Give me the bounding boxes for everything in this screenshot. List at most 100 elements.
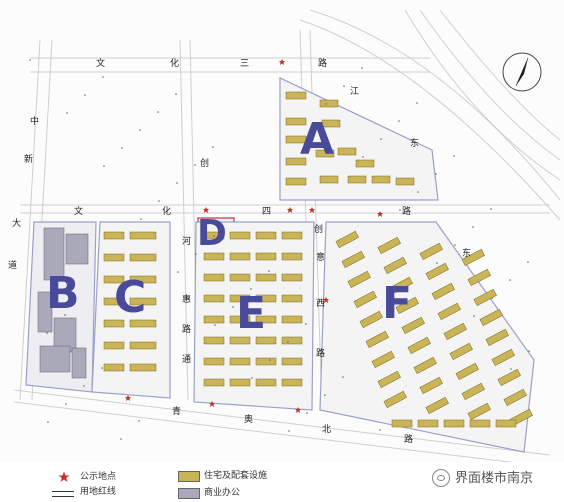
residential-block bbox=[353, 290, 377, 309]
annotation-dot bbox=[251, 377, 253, 379]
residential-block bbox=[281, 231, 303, 240]
annotation-dot bbox=[101, 367, 103, 369]
residential-block bbox=[281, 378, 303, 387]
annotation-dot bbox=[140, 218, 142, 220]
annotation-dot bbox=[268, 270, 270, 272]
road-label-right-3: 东 bbox=[462, 249, 472, 259]
marker-star bbox=[323, 297, 329, 303]
annotation-dot bbox=[287, 341, 289, 343]
annotation-dot bbox=[362, 156, 364, 158]
road-label-wenhua-si-2: 化 bbox=[162, 207, 172, 217]
residential-block bbox=[281, 357, 303, 366]
plot-label-b: B bbox=[46, 268, 80, 319]
residential-block bbox=[469, 419, 491, 428]
annotation-dot bbox=[47, 421, 49, 423]
annotation-dot bbox=[83, 385, 85, 387]
annotation-dot bbox=[398, 120, 400, 122]
residential-block bbox=[347, 270, 371, 289]
residential-block bbox=[285, 157, 307, 166]
road-label-tong: 通 bbox=[182, 355, 192, 365]
residential-block bbox=[203, 273, 225, 282]
annotation-dot bbox=[454, 244, 456, 246]
road-label-zhongxin-2: 新 bbox=[24, 155, 34, 165]
annotation-dot bbox=[139, 129, 141, 131]
residential-block bbox=[383, 390, 407, 409]
residential-block bbox=[355, 159, 375, 168]
road-label-wenhua-si-1: 文 bbox=[74, 207, 84, 217]
annotation-dot bbox=[306, 412, 308, 414]
residential-block bbox=[377, 370, 401, 389]
road-label-wenhua-san-2: 化 bbox=[170, 59, 180, 69]
road-label-right-2: 东 bbox=[410, 139, 420, 149]
residential-block bbox=[281, 273, 303, 282]
annotation-dot bbox=[342, 376, 344, 378]
residential-block bbox=[229, 294, 251, 303]
marker-star bbox=[203, 207, 209, 213]
residential-block bbox=[461, 382, 485, 401]
plot-label-e: E bbox=[236, 288, 267, 339]
residential-block bbox=[129, 341, 157, 350]
annotation-dot bbox=[213, 235, 215, 237]
residential-block bbox=[419, 376, 443, 395]
marker-star bbox=[309, 207, 315, 213]
residential-block bbox=[389, 276, 413, 295]
residential-block bbox=[467, 268, 491, 287]
annotation-dot bbox=[84, 94, 86, 96]
residential-block bbox=[321, 119, 341, 128]
annotation-dot bbox=[435, 173, 437, 175]
annotation-dot bbox=[212, 146, 214, 148]
marker-star bbox=[209, 401, 215, 407]
residential-block bbox=[129, 297, 157, 306]
residential-block bbox=[413, 356, 437, 375]
road-label-qingao-2: 奥 bbox=[244, 415, 254, 425]
residential-block bbox=[395, 296, 419, 315]
residential-block bbox=[495, 419, 517, 428]
residential-block bbox=[255, 315, 277, 324]
residential-block bbox=[255, 294, 277, 303]
residential-block bbox=[103, 297, 125, 306]
residential-block bbox=[449, 342, 473, 361]
residential-block bbox=[255, 273, 277, 282]
residential-block bbox=[315, 149, 335, 158]
residential-block bbox=[425, 396, 449, 415]
residential-block bbox=[371, 350, 395, 369]
annotation-dot bbox=[325, 103, 327, 105]
road-label-qingao-3: 北 bbox=[322, 425, 332, 435]
residential-block bbox=[419, 242, 443, 261]
road-label-wenhua-si-4: 路 bbox=[402, 207, 412, 217]
residential-block bbox=[129, 319, 157, 328]
residential-block bbox=[417, 419, 439, 428]
road-label-wenhua-si-3: 四 bbox=[262, 207, 272, 217]
legend-residential-swatch bbox=[178, 471, 200, 482]
annotation-dot bbox=[436, 262, 438, 264]
residential-block bbox=[377, 236, 401, 255]
annotation-dot bbox=[46, 332, 48, 334]
road-label-wenhua-san-1: 文 bbox=[96, 59, 106, 69]
residential-block bbox=[285, 117, 307, 126]
annotation-dot bbox=[473, 315, 475, 317]
residential-block bbox=[203, 294, 225, 303]
residential-block bbox=[391, 419, 413, 428]
residential-block bbox=[103, 253, 125, 262]
residential-block bbox=[229, 378, 251, 387]
residential-block bbox=[103, 363, 125, 372]
residential-block bbox=[425, 262, 449, 281]
residential-block bbox=[319, 175, 339, 184]
residential-block bbox=[365, 330, 389, 349]
plot-label-d: D bbox=[197, 213, 227, 254]
residential-block bbox=[455, 362, 479, 381]
road-label-wenhua-san-4: 路 bbox=[318, 59, 328, 69]
residential-block bbox=[491, 348, 515, 367]
annotation-dot bbox=[29, 59, 31, 61]
residential-block bbox=[335, 230, 359, 249]
residential-block bbox=[203, 336, 225, 345]
watermark: 界面楼市南京 bbox=[455, 471, 534, 486]
annotation-dot bbox=[305, 323, 307, 325]
road-label-chuangyi-3: 意 bbox=[316, 253, 326, 263]
residential-block bbox=[255, 378, 277, 387]
residential-block bbox=[285, 91, 307, 100]
annotation-dot bbox=[510, 368, 512, 370]
annotation-dot bbox=[177, 271, 179, 273]
residential-block bbox=[103, 319, 125, 328]
